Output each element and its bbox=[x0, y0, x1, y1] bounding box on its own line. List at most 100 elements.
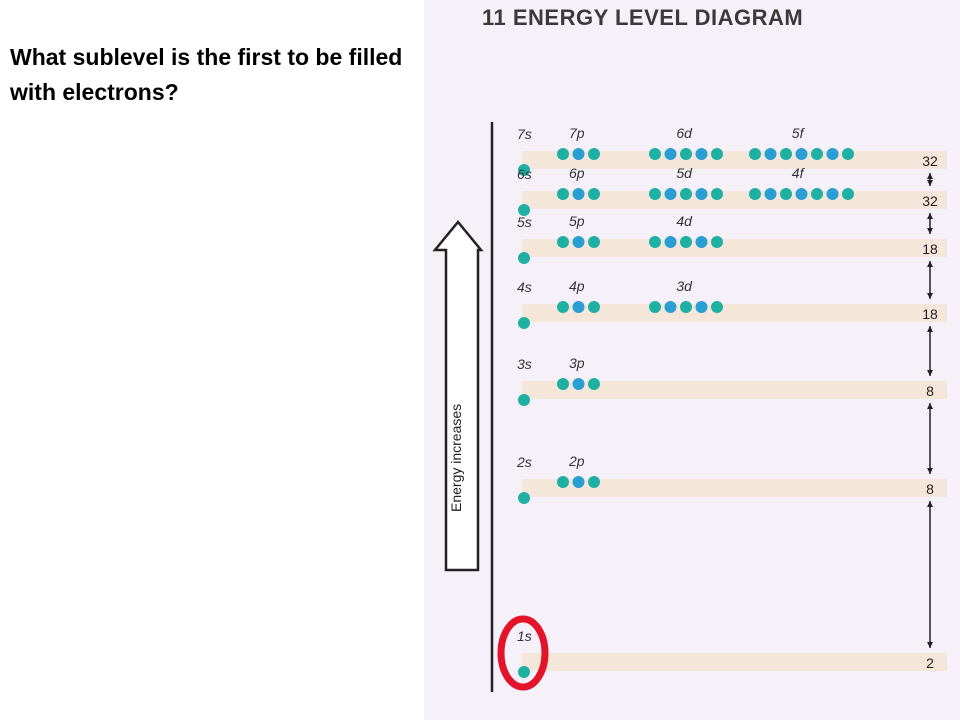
sublevel-label-6d: 6d bbox=[676, 125, 693, 141]
orbital-dot bbox=[518, 252, 530, 264]
sublevel-label-7s: 7s bbox=[517, 126, 532, 142]
band-1s bbox=[522, 653, 947, 671]
orbital-dot bbox=[518, 492, 530, 504]
orbital-dot bbox=[826, 148, 839, 160]
highlight-circle bbox=[497, 615, 549, 691]
orbital-dot bbox=[842, 148, 854, 160]
band-5s bbox=[522, 239, 947, 257]
orbital-dot bbox=[557, 188, 569, 200]
orbital-dot bbox=[518, 666, 530, 678]
orbital-dot bbox=[588, 378, 600, 390]
orbital-dot bbox=[588, 476, 600, 488]
orbital-dot bbox=[518, 164, 530, 176]
orbital-dot bbox=[749, 188, 761, 200]
sublevel-label-5p: 5p bbox=[569, 213, 585, 229]
orbital-dot bbox=[664, 148, 677, 160]
orbital-dot bbox=[649, 301, 661, 313]
orbital-dot bbox=[711, 188, 723, 200]
sublevel-label-5d: 5d bbox=[676, 165, 693, 181]
arrowhead-up-icon bbox=[927, 173, 933, 179]
sublevel-label-7p: 7p bbox=[569, 125, 585, 141]
orbital-dot bbox=[518, 394, 530, 406]
orbital-dot bbox=[680, 148, 692, 160]
orbital-dot bbox=[588, 188, 600, 200]
band-7s bbox=[522, 151, 947, 169]
question-text: What sublevel is the first to be filled … bbox=[10, 44, 403, 105]
sublevel-label-5f: 5f bbox=[792, 125, 806, 141]
sublevel-label-4s: 4s bbox=[517, 279, 532, 295]
orbital-dot bbox=[695, 301, 708, 313]
orbital-dot bbox=[572, 148, 585, 160]
orbital-dot bbox=[680, 301, 692, 313]
orbital-dot bbox=[680, 236, 692, 248]
arrowhead-up-icon bbox=[927, 403, 933, 409]
orbital-dot bbox=[780, 188, 792, 200]
sublevel-label-4f: 4f bbox=[792, 165, 806, 181]
capacity-4s: 18 bbox=[922, 306, 938, 322]
orbital-dot bbox=[557, 476, 569, 488]
diagram-canvas: Energy increases 7s 7p 6d 5f 32 6s 6p 5d 4f 32 5s 5p… bbox=[432, 122, 947, 692]
orbital-dot bbox=[811, 148, 823, 160]
capacity-1s: 2 bbox=[926, 655, 934, 671]
orbital-dot bbox=[680, 188, 692, 200]
orbital-dot bbox=[749, 148, 761, 160]
sublevel-label-1s: 1s bbox=[517, 628, 532, 644]
orbital-dot bbox=[695, 148, 708, 160]
arrowhead-up-icon bbox=[927, 326, 933, 332]
orbital-dot bbox=[664, 188, 677, 200]
arrowhead-down-icon bbox=[927, 293, 933, 299]
orbital-dot bbox=[711, 301, 723, 313]
orbital-dot bbox=[764, 188, 777, 200]
diagram-title: 11 ENERGY LEVEL DIAGRAM bbox=[482, 5, 804, 30]
orbital-dot bbox=[811, 188, 823, 200]
orbital-dot bbox=[649, 236, 661, 248]
band-3s bbox=[522, 381, 947, 399]
orbital-dot bbox=[695, 188, 708, 200]
orbital-dot bbox=[695, 236, 708, 248]
sublevel-label-3p: 3p bbox=[569, 355, 585, 371]
arrowhead-up-icon bbox=[927, 261, 933, 267]
capacity-7s: 32 bbox=[922, 153, 938, 169]
sublevel-label-2p: 2p bbox=[568, 453, 585, 469]
capacity-3s: 8 bbox=[926, 383, 934, 399]
orbital-dot bbox=[842, 188, 854, 200]
orbital-dot bbox=[649, 148, 661, 160]
axis-label: Energy increases bbox=[448, 404, 464, 512]
orbital-dot bbox=[664, 236, 677, 248]
orbital-dot bbox=[557, 148, 569, 160]
arrowhead-down-icon bbox=[927, 180, 933, 186]
orbital-dot bbox=[572, 236, 585, 248]
arrowhead-down-icon bbox=[927, 642, 933, 648]
sublevel-label-6p: 6p bbox=[569, 165, 585, 181]
orbital-dot bbox=[557, 378, 569, 390]
orbital-dot bbox=[764, 148, 777, 160]
capacity-5s: 18 bbox=[922, 241, 938, 257]
orbital-dot bbox=[572, 378, 585, 390]
arrowhead-down-icon bbox=[927, 228, 933, 234]
orbital-dot bbox=[557, 301, 569, 313]
orbital-dot bbox=[780, 148, 792, 160]
energy-level-diagram: 11 ENERGY LEVEL DIAGRAM Energy increases… bbox=[424, 0, 960, 720]
orbital-dot bbox=[588, 236, 600, 248]
orbital-dot bbox=[795, 148, 808, 160]
orbital-dot bbox=[588, 301, 600, 313]
energy-arrow-icon bbox=[432, 220, 484, 572]
orbital-dot bbox=[664, 301, 677, 313]
band-2s bbox=[522, 479, 947, 497]
sublevel-label-6s: 6s bbox=[517, 166, 532, 182]
orbital-dot bbox=[518, 204, 530, 216]
orbital-dot bbox=[572, 476, 585, 488]
sublevel-label-4p: 4p bbox=[569, 278, 585, 294]
arrowhead-down-icon bbox=[927, 468, 933, 474]
orbital-dot bbox=[649, 188, 661, 200]
orbital-dot bbox=[826, 188, 839, 200]
orbital-dot bbox=[572, 188, 585, 200]
orbital-dot bbox=[588, 148, 600, 160]
orbital-dot bbox=[711, 236, 723, 248]
capacity-6s: 32 bbox=[922, 193, 938, 209]
orbital-dot bbox=[795, 188, 808, 200]
arrowhead-up-icon bbox=[927, 501, 933, 507]
sublevel-label-4d: 4d bbox=[676, 213, 693, 229]
sublevel-label-5s: 5s bbox=[517, 214, 532, 230]
sublevel-label-2s: 2s bbox=[516, 454, 532, 470]
